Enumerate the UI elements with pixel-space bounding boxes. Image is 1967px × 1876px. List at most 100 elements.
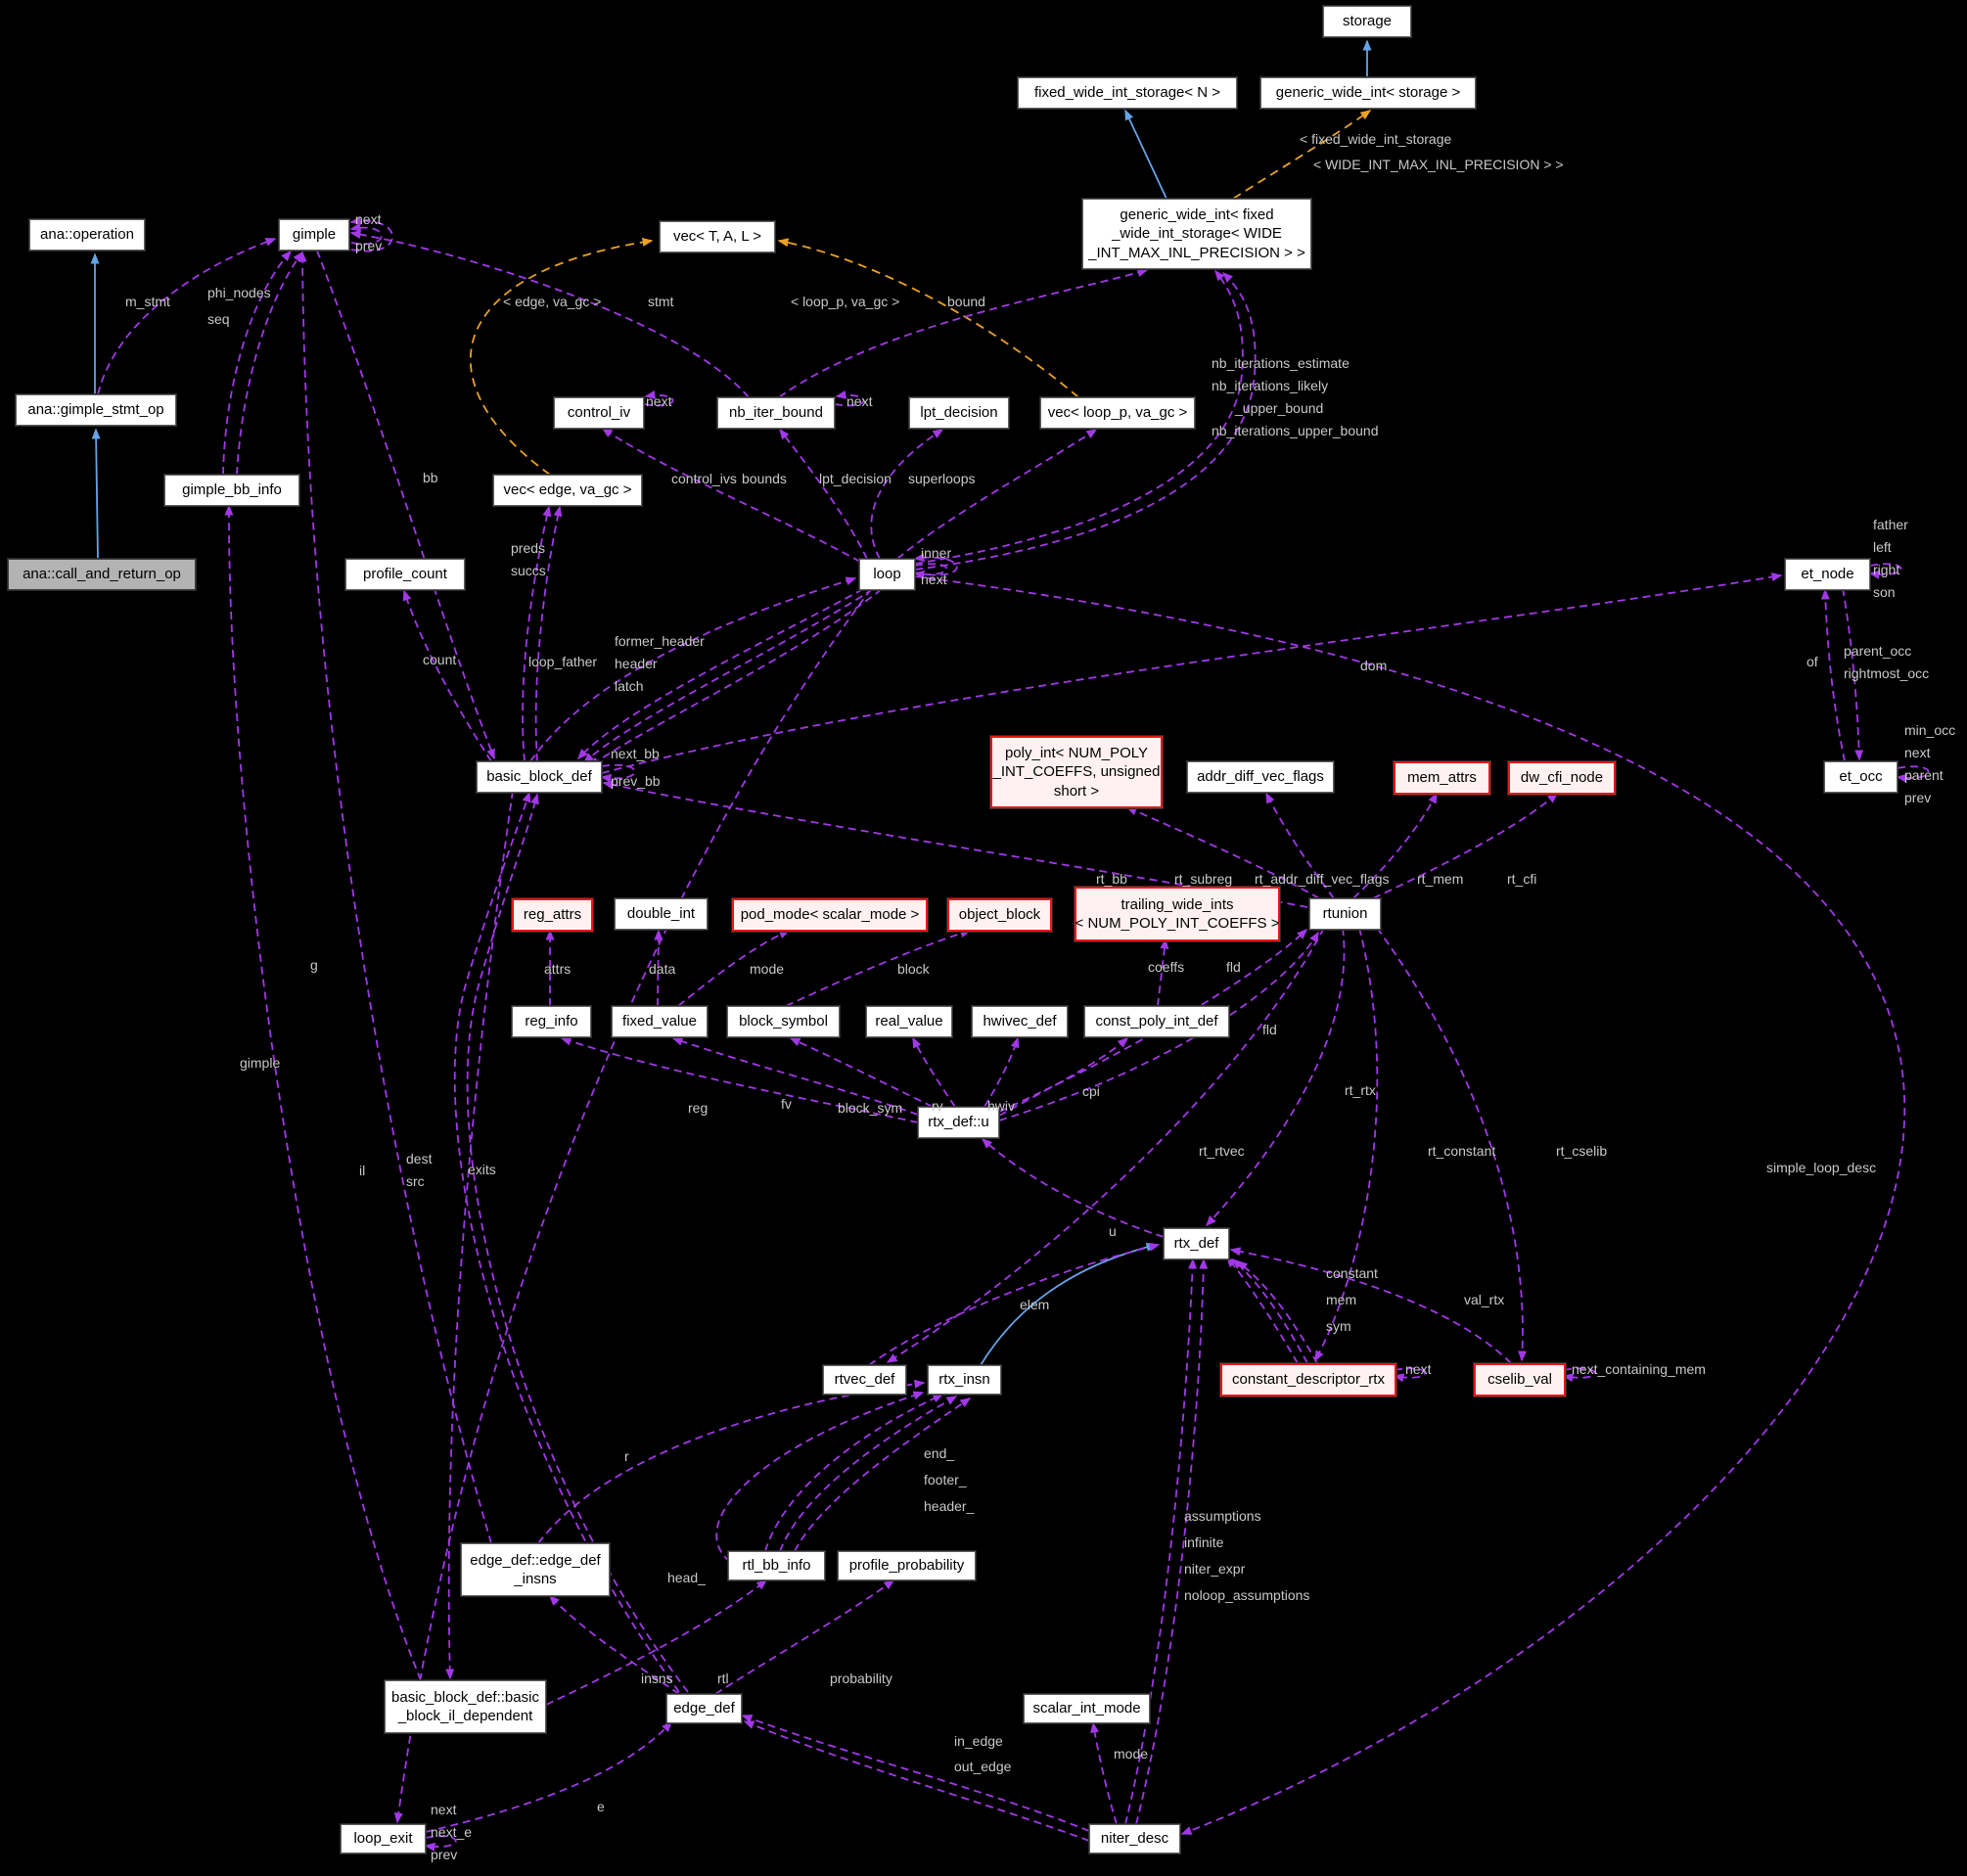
node-pod-mode[interactable]: pod_mode< scalar_mode > [732,898,928,932]
node-ana-call-and-return-op[interactable]: ana::call_and_return_op [8,559,196,590]
node-label: basic_block_def::basic [391,1688,539,1706]
node-trailing-wide-ints[interactable]: trailing_wide_ints< NUM_POLY_INT_COEFFS … [1075,887,1280,941]
edge-usage [1393,1367,1426,1383]
node-rtvec-def[interactable]: rtvec_def [823,1365,906,1395]
node-basic-block-def[interactable]: basic_block_def [477,761,602,793]
node-rtx-insn[interactable]: rtx_insn [928,1365,1001,1395]
edge-usage [1229,1247,1512,1364]
node-ana-gimple-stmt-op[interactable]: ana::gimple_stmt_op [16,394,176,426]
node-gimple[interactable]: gimple [279,219,349,251]
node-cselib-val[interactable]: cselib_val [1474,1363,1566,1396]
node-vec-loop-p-va-gc[interactable]: vec< loop_p, va_gc > [1040,397,1195,429]
node-label: object_block [958,906,1041,924]
node-et-occ[interactable]: et_occ [1824,761,1898,793]
edge-usage [393,588,872,1824]
node-gimple-bb-info[interactable]: gimple_bb_info [164,475,299,506]
node-profile-count[interactable]: profile_count [345,559,465,590]
edge-usage [560,1036,919,1123]
node-generic-wide-int-fixed[interactable]: generic_wide_int< fixed _wide_int_storage… [1082,199,1311,269]
node-et-node[interactable]: et_node [1785,559,1870,590]
node-edge-def-edge-def-insns[interactable]: edge_def::edge_def_insns [461,1543,610,1596]
edge-usage [1820,588,1846,762]
edge-usage [654,929,663,1007]
node-generic-wide-int-storage[interactable]: generic_wide_int< storage > [1260,77,1476,109]
node-loop[interactable]: loop [859,559,915,590]
node-addr-diff-vec-flags[interactable]: addr_diff_vec_flags [1187,761,1334,793]
node-scalar-int-mode[interactable]: scalar_int_mode [1024,1694,1150,1723]
node-label: ana::operation [40,226,134,244]
node-vec-t-a-l[interactable]: vec< T, A, L > [660,221,775,252]
edge-usage [466,793,689,1693]
edge-usage [914,575,1905,1835]
edge-usage [576,588,864,760]
node-reg-attrs[interactable]: reg_attrs [512,898,593,932]
node-label: loop [873,566,901,583]
node-label: vec< edge, va_gc > [503,481,632,499]
node-rtx-def[interactable]: rtx_def [1164,1228,1229,1259]
edge-usage [741,1715,1090,1832]
edge-usage [794,1397,972,1552]
node-label: lpt_decision [920,404,998,422]
node-block-symbol[interactable]: block_symbol [727,1006,840,1037]
node-rtx-def-u[interactable]: rtx_def::u [918,1107,999,1138]
node-control-iv[interactable]: control_iv [554,397,644,429]
node-hwivec-def[interactable]: hwivec_def [972,1006,1068,1037]
node-label: rtx_def::u [928,1114,989,1131]
edge-usage [870,429,944,560]
node-label: generic_wide_int< fixed [1120,206,1274,223]
node-label: et_node [1801,566,1854,583]
edge-usage [1352,792,1438,899]
edge-inherit [980,1242,1158,1366]
edge-usage [222,250,293,476]
node-label: < NUM_POLY_INT_COEFFS > [1075,915,1280,932]
edge-template [777,238,1079,398]
node-constant-descriptor-rtx[interactable]: constant_descriptor_rtx [1220,1363,1396,1396]
edge-usage [743,1720,1090,1842]
edge-usage [97,238,277,395]
node-object-block[interactable]: object_block [947,898,1052,932]
node-label: pod_mode< scalar_mode > [740,906,920,924]
edge-usage [601,572,1783,774]
edge-usage [1842,587,1864,761]
node-niter-desc[interactable]: niter_desc [1089,1824,1180,1853]
node-nb-iter-bound[interactable]: nb_iter_bound [717,397,835,429]
node-basic-block-def-basic-block-il-dependent[interactable]: basic_block_def::basic_block_il_dependen… [385,1680,546,1733]
node-label: basic_block_def [486,768,592,786]
node-label: short > [1053,782,1100,800]
node-reg-info[interactable]: reg_info [512,1006,591,1037]
edge-usage [600,763,636,783]
node-loop-exit[interactable]: loop_exit [341,1824,426,1853]
edge-usage [316,250,495,760]
node-storage[interactable]: storage [1323,6,1411,37]
node-fixed-wide-int-storage-n[interactable]: fixed_wide_int_storage< N > [1018,77,1237,109]
edge-usage [1125,806,1320,899]
node-edge-def[interactable]: edge_def [666,1694,742,1723]
edge-usage [236,251,303,476]
edge-usage [778,268,1149,398]
edge-usage [984,1036,1020,1108]
node-rtunion[interactable]: rtunion [1309,898,1381,930]
node-vec-edge-va-gc[interactable]: vec< edge, va_gc > [493,475,642,506]
edge-usage [545,1579,768,1706]
node-double-int[interactable]: double_int [615,898,708,930]
edge-usage [425,1720,673,1833]
edge-usage [349,222,383,246]
node-dw-cfi-node[interactable]: dw_cfi_node [1508,761,1616,795]
node-rtl-bb-info[interactable]: rtl_bb_info [728,1551,825,1580]
node-profile-probability[interactable]: profile_probability [838,1551,976,1580]
node-ana-operation[interactable]: ana::operation [29,219,145,251]
node-label: _wide_int_storage< WIDE [1112,225,1282,243]
node-label: vec< loop_p, va_gc > [1047,404,1188,422]
node-real-value[interactable]: real_value [866,1006,952,1037]
node-lpt-decision[interactable]: lpt_decision [909,397,1009,429]
edge-usage [402,589,492,762]
node-mem-attrs[interactable]: mem_attrs [1394,761,1490,795]
edge-usage [1372,793,1559,899]
node-label: gimple [292,226,337,244]
node-fixed-value[interactable]: fixed_value [612,1006,708,1037]
node-const-poly-int-def[interactable]: const_poly_int_def [1084,1006,1229,1037]
edge-usage [643,390,674,407]
node-label: niter_desc [1100,1830,1169,1848]
